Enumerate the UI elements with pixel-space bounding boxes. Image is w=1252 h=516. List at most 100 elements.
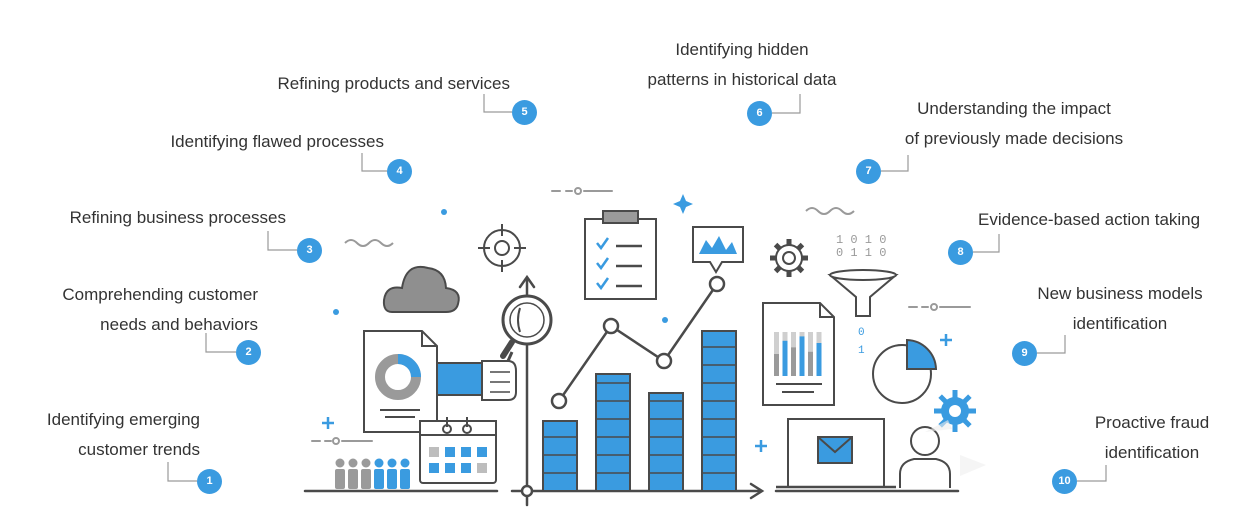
trend-point-4 <box>708 275 726 293</box>
calendar-cell <box>445 463 455 473</box>
number-badge-5: 5 <box>512 100 537 125</box>
hand-icon <box>431 351 517 401</box>
bar-chart-document-icon <box>762 302 835 406</box>
trend-line <box>557 283 719 402</box>
gear-tooth <box>773 242 782 251</box>
y-axis-arrow-icon <box>518 274 536 289</box>
trend-point-1 <box>550 392 568 410</box>
gear-icon <box>770 239 808 277</box>
number-badge-3: 3 <box>297 238 322 263</box>
callout-line-8 <box>973 234 1000 253</box>
callout-line-1 <box>167 462 197 482</box>
svg-text:1: 1 <box>858 345 865 357</box>
person-icon <box>374 469 384 489</box>
chart-trend-line <box>550 275 726 410</box>
number-badge-2: 2 <box>236 340 261 365</box>
people-group-icon <box>335 458 410 489</box>
calendar-cell <box>477 447 487 457</box>
check-icon <box>596 237 610 251</box>
document-bar <box>791 347 796 376</box>
decor-arrows <box>925 420 986 476</box>
magnifier-icon <box>500 294 553 359</box>
number-badge-10: 10 <box>1052 469 1077 494</box>
decor-dash-lines <box>311 190 971 442</box>
person-icon <box>387 469 397 489</box>
decor-dot <box>662 317 668 323</box>
target-crosshair-icon <box>478 224 526 272</box>
person-icon <box>400 469 410 489</box>
calendar-cell <box>461 463 471 473</box>
document-bar <box>799 336 805 376</box>
chart-bar-2 <box>595 373 631 492</box>
blue-gear-icon <box>934 390 976 432</box>
binary-digits: 1 0 1 0 0 1 1 0 <box>836 233 894 260</box>
calendar-cell <box>461 447 471 457</box>
callout-line-5 <box>483 94 512 113</box>
number-badge-8: 8 <box>948 240 973 265</box>
clipboard-checklist-icon <box>584 210 657 300</box>
item-label-6: Identifying hidden patterns in historica… <box>647 40 837 89</box>
speech-bubble-chart-icon <box>692 226 744 274</box>
callout-line-10 <box>1077 465 1107 482</box>
check-icon <box>596 257 610 271</box>
person-icon <box>400 458 410 468</box>
chart-bars <box>542 330 737 492</box>
gear-tooth <box>773 265 782 274</box>
calendar-cell <box>445 447 455 457</box>
decor-plus-icons <box>322 334 952 452</box>
calendar-cell <box>477 463 487 473</box>
callout-line-2 <box>205 333 236 353</box>
callout-line-3 <box>267 231 297 251</box>
callout-line-4 <box>361 153 387 172</box>
item-label-10: Proactive fraud identification <box>1094 413 1210 462</box>
number-badge-4: 4 <box>387 159 412 184</box>
document-bar <box>782 340 788 376</box>
document-bar <box>816 343 822 376</box>
person-icon <box>361 469 371 489</box>
chart-bar-1 <box>542 420 578 492</box>
person-icon <box>348 469 358 489</box>
calendar-icon <box>419 417 497 484</box>
chart-bar-4 <box>701 330 737 492</box>
funnel-icon: 0 1 <box>827 269 899 357</box>
report-document-icon <box>363 330 438 433</box>
person-icon <box>387 458 397 468</box>
person-icon <box>374 458 384 468</box>
person-icon <box>348 458 358 468</box>
item-label-8: Evidence-based action taking <box>978 210 1201 229</box>
document-bar <box>774 354 779 376</box>
number-badge-9: 9 <box>1012 341 1037 366</box>
x-axis-arrow-icon <box>749 482 765 500</box>
item-label-1: Identifying emerging customer trends <box>46 410 200 459</box>
item-label-9: New business models identification <box>1037 284 1203 333</box>
decor-squiggles <box>344 207 855 247</box>
decor-dot <box>333 309 339 315</box>
svg-text:0: 0 <box>858 327 865 339</box>
number-badge-6: 6 <box>747 101 772 126</box>
callout-line-9 <box>1037 335 1066 354</box>
laptop-icon <box>776 418 896 489</box>
cloud-icon <box>382 266 460 313</box>
person-icon <box>335 469 345 489</box>
decor-dot <box>441 209 447 215</box>
person-icon <box>335 458 345 468</box>
number-badge-7: 7 <box>856 159 881 184</box>
calendar-cell <box>429 447 439 457</box>
person-avatar-icon <box>899 426 951 488</box>
pie-chart-icon <box>872 338 938 404</box>
document-bar <box>808 351 813 376</box>
item-label-4: Identifying flawed processes <box>170 132 384 151</box>
item-label-7: Understanding the impact of previously m… <box>904 99 1124 148</box>
chart-origin-dot <box>520 484 534 498</box>
trend-point-2 <box>602 317 620 335</box>
trend-point-3 <box>655 352 673 370</box>
callout-line-7 <box>881 155 909 172</box>
item-label-3: Refining business processes <box>69 208 286 227</box>
number-badge-1: 1 <box>197 469 222 494</box>
item-label-5: Refining products and services <box>277 74 510 93</box>
sparkle-icon <box>673 194 693 214</box>
check-icon <box>596 277 610 291</box>
